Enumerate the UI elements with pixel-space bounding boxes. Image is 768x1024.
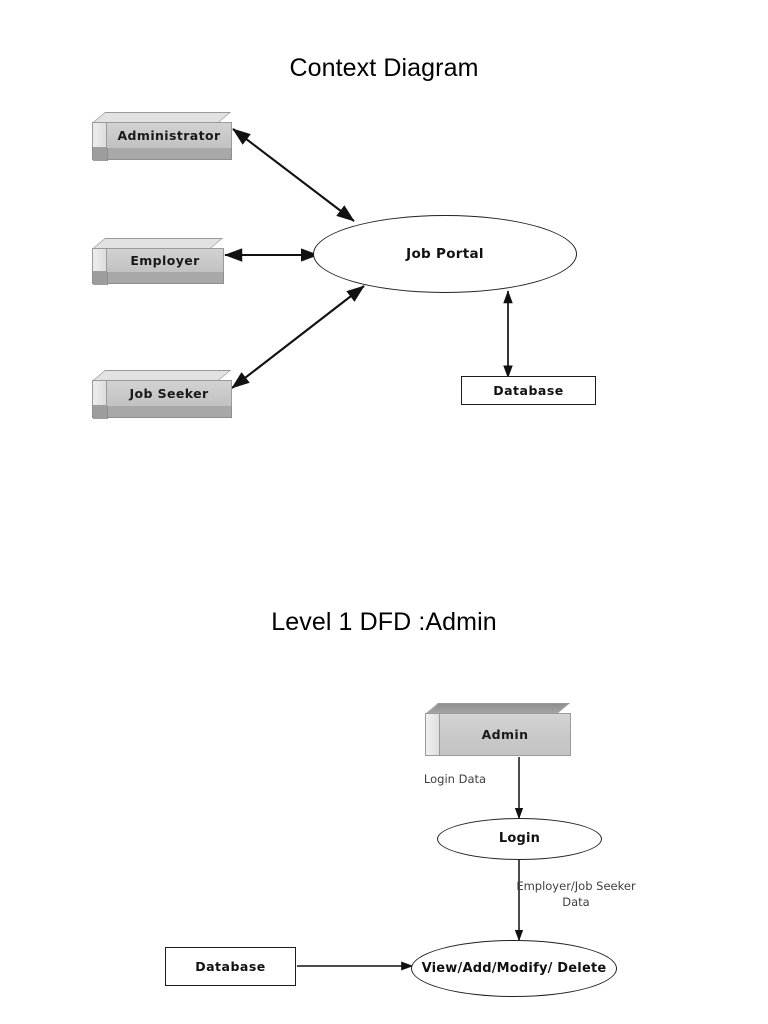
entity-admin-label: Admin: [481, 727, 529, 742]
entity-left-face: [425, 713, 440, 756]
entity-employer-label: Employer: [130, 253, 200, 268]
entity-left-face: [92, 122, 107, 148]
process-job-portal-label: Job Portal: [406, 245, 484, 262]
process-login[interactable]: Login: [437, 818, 602, 860]
process-login-label: Login: [498, 831, 541, 847]
entity-left-face: [92, 248, 107, 272]
entity-bottom-face: [92, 271, 224, 285]
entity-front-face: Admin: [439, 713, 571, 756]
entity-front-face: Administrator: [106, 122, 232, 148]
entity-administrator[interactable]: Administrator: [92, 112, 232, 161]
level1-dfd-title: Level 1 DFD :Admin: [271, 608, 497, 636]
datastore-database-dfd-label: Database: [195, 959, 266, 974]
context-diagram-title: Context Diagram: [289, 54, 479, 82]
entity-job-seeker-label: Job Seeker: [129, 386, 209, 401]
entity-left-face: [92, 380, 107, 406]
flow-label-login-data: Login Data: [423, 772, 487, 786]
entity-admin[interactable]: Admin: [425, 703, 571, 756]
entity-administrator-label: Administrator: [117, 128, 221, 143]
datastore-database-context[interactable]: Database: [461, 376, 596, 405]
flow-jobseeker-jobportal: [231, 285, 365, 389]
datastore-database-context-label: Database: [493, 383, 564, 398]
entity-job-seeker[interactable]: Job Seeker: [92, 370, 232, 419]
entity-employer[interactable]: Employer: [92, 238, 224, 285]
datastore-database-dfd[interactable]: Database: [165, 947, 296, 986]
process-job-portal[interactable]: Job Portal: [313, 215, 577, 293]
entity-front-face: Employer: [106, 248, 224, 272]
entity-front-face: Job Seeker: [106, 380, 232, 406]
process-view-add-modify-delete-label: View/Add/Modify/ Delete: [421, 960, 607, 976]
entity-bottom-face: [92, 147, 232, 161]
entity-bottom-face: [92, 405, 232, 419]
flow-label-employer-jobseeker-data: Employer/Job Seeker Data: [516, 879, 636, 909]
process-view-add-modify-delete[interactable]: View/Add/Modify/ Delete: [411, 940, 617, 997]
flow-administrator-jobportal: [232, 128, 355, 222]
